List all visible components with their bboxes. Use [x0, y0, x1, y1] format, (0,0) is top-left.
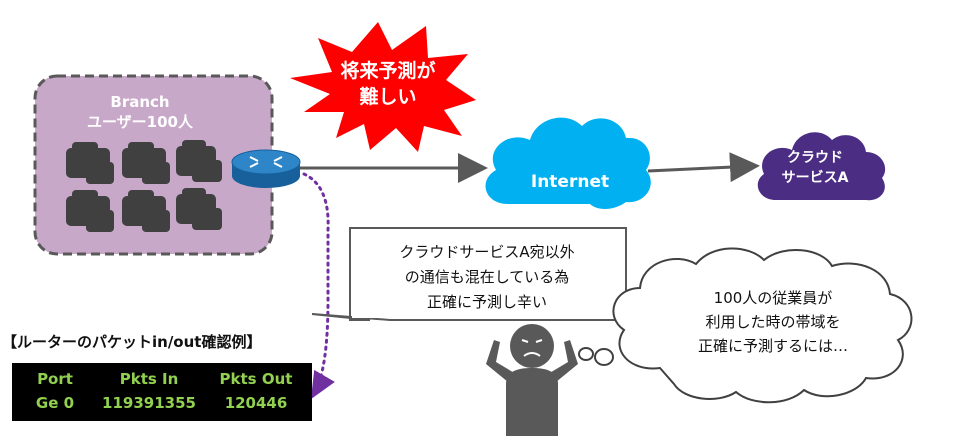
- alert-burst-text: 将来予測が 難しい: [318, 58, 458, 110]
- link-arrow-internet-clouda: [647, 152, 760, 183]
- cell-pkts-out: 120446: [224, 394, 288, 412]
- user-icon: [122, 142, 170, 184]
- callout-line-2: の通信も混在している為: [404, 268, 570, 286]
- cloud-service-a-label: クラウド サービスA: [760, 148, 870, 188]
- col-header-pkts-out: Pkts Out: [219, 370, 293, 388]
- cell-pkts-in: 119391355: [102, 394, 196, 412]
- worried-person-icon: [486, 324, 578, 436]
- thought-cloud: [612, 247, 913, 404]
- user-icon: [176, 140, 222, 182]
- callout-line-3: 正確に予測し辛い: [426, 293, 547, 311]
- cloud-a-line-2: サービスA: [781, 170, 849, 186]
- thought-bubble-medium: [594, 348, 614, 366]
- alert-burst: [290, 22, 476, 152]
- dotted-arrow-router-table: [302, 172, 335, 400]
- col-header-port: Port: [37, 370, 73, 388]
- thought-line-2: 利用した時の帯域を: [705, 313, 841, 331]
- packet-table: Port Pkts In Pkts Out Ge 0 119391355 120…: [12, 363, 312, 421]
- callout-line-1: クラウドサービスA宛以外: [399, 243, 575, 261]
- thought-line-1: 100人の従業員が: [713, 289, 833, 307]
- user-icon: [66, 142, 114, 184]
- alert-line-1: 将来予測が: [340, 60, 436, 82]
- thought-bubble-small: [578, 347, 594, 361]
- cloud-a-line-1: クラウド: [787, 150, 843, 166]
- user-icon: [176, 188, 222, 230]
- callout-text: クラウドサービスA宛以外 の通信も混在している為 正確に予測し辛い: [356, 240, 618, 315]
- router-icon: [231, 149, 301, 188]
- packet-table-title: 【ルーターのパケットin/out確認例】: [2, 333, 262, 351]
- branch-title: Branch: [110, 93, 170, 111]
- thought-line-3: 正確に予測するには…: [697, 337, 848, 355]
- thought-text: 100人の従業員が 利用した時の帯域を 正確に予測するには…: [668, 286, 878, 358]
- internet-label: Internet: [530, 172, 610, 192]
- branch-user-count: ユーザー100人: [86, 113, 193, 131]
- cell-port: Ge 0: [35, 394, 75, 412]
- col-header-pkts-in: Pkts In: [119, 370, 179, 388]
- user-icon: [66, 190, 114, 232]
- cloud-service-a: [757, 132, 886, 201]
- branch-label: Branch ユーザー100人: [60, 92, 220, 132]
- internet-cloud: [485, 117, 651, 209]
- alert-line-2: 難しい: [359, 86, 417, 108]
- user-icons: [66, 140, 222, 232]
- user-icon: [122, 190, 170, 232]
